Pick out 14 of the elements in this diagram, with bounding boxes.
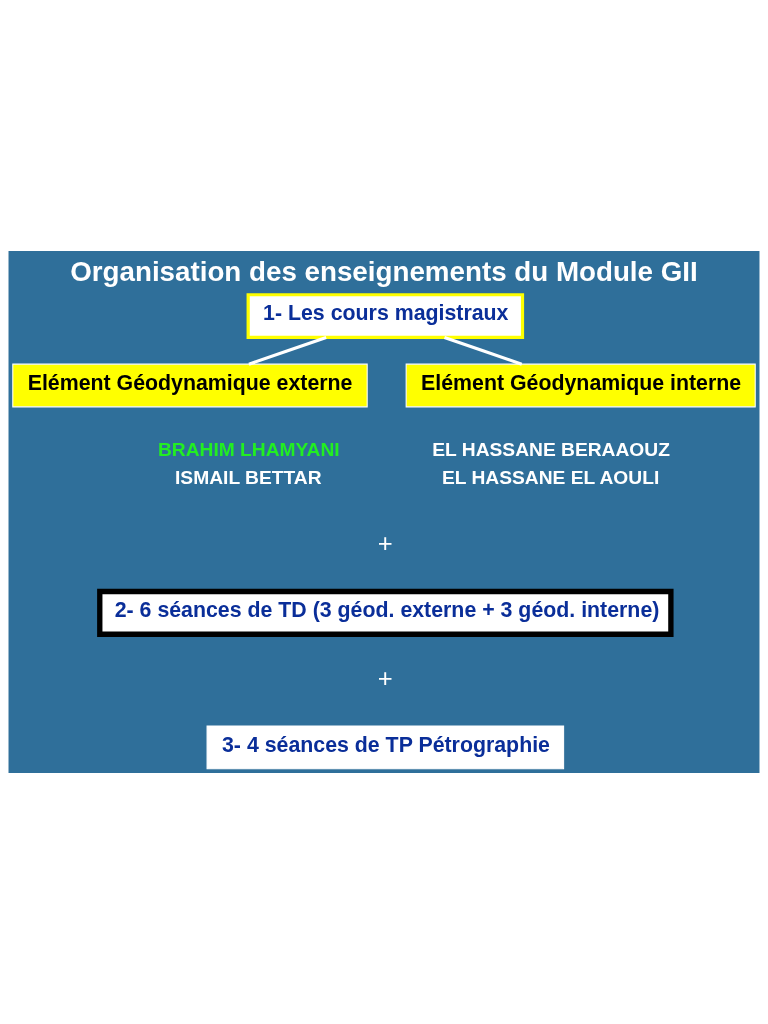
node-label: EL HASSANE EL AOULI [441, 467, 660, 489]
node-box: Elément Géodynamique externe [12, 363, 368, 408]
node-label: EL HASSANE BERAAOUZ [432, 439, 670, 461]
connector [248, 336, 327, 366]
diagram-title: Organisation des enseignements du Module GII [70, 255, 698, 287]
node-box: 1- Les cours magistraux [246, 293, 525, 340]
label: + [377, 663, 393, 692]
node-label: BRAHIM LHAMYANI [157, 439, 340, 461]
label: + [377, 529, 393, 558]
node-label: ISMAIL BETTAR [175, 467, 322, 489]
node-box: Elément Géodynamique interne [405, 363, 756, 408]
connector [443, 336, 523, 366]
node-box: 3- 4 séances de TP Pétrographie [206, 725, 565, 770]
node-box: 2- 6 séances de TD (3 géod. externe + 3 géod. interne) [97, 588, 674, 637]
